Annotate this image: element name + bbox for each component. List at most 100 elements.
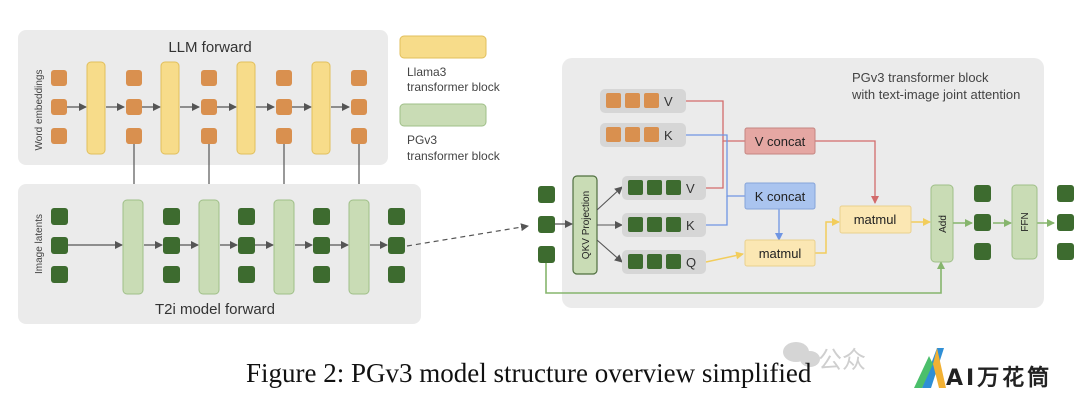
ffn-block	[1011, 184, 1038, 260]
word-embeddings-label: Word embeddings	[34, 70, 45, 151]
llm-token	[126, 128, 142, 144]
image-q-token	[647, 254, 662, 269]
t2i-output-token	[388, 266, 405, 283]
image-k-tokens	[628, 217, 681, 232]
image-latent-token	[51, 237, 68, 254]
llm-token	[351, 99, 367, 115]
image-v-token	[666, 180, 681, 195]
figure-caption: Figure 2: PGv3 model structure overview …	[246, 358, 812, 388]
image-v-label: V	[686, 181, 695, 196]
t2i-token	[163, 266, 180, 283]
t2i-forward-title: T2i model forward	[155, 301, 275, 318]
matmul-v-label: matmul	[854, 212, 897, 227]
k-concat-label: K concat	[755, 189, 806, 204]
legend-llama3-label-line1: Llama3	[407, 65, 447, 79]
llama3-transformer-block	[160, 61, 180, 155]
add-output-token	[974, 243, 991, 260]
llm-token	[126, 99, 142, 115]
t2i-token	[313, 237, 330, 254]
zoom-dashed-arrow	[406, 223, 529, 247]
image-k-label: K	[686, 218, 695, 233]
v-concat-block	[744, 127, 816, 155]
llama3-transformer-block	[236, 61, 256, 155]
residual-connection	[545, 261, 945, 294]
legend-pgv3-label-line1: PGv3	[407, 133, 437, 147]
t2i-token	[238, 208, 255, 225]
ffn-label: FFN	[1020, 212, 1031, 231]
text-k-token	[606, 127, 621, 142]
image-q-token	[666, 254, 681, 269]
image-q-token	[628, 254, 643, 269]
matmul-qk-label: matmul	[759, 246, 802, 261]
image-v-token	[628, 180, 643, 195]
t2i-token	[163, 237, 180, 254]
t2i-output-token	[388, 208, 405, 225]
qkv-projection-label: QKV Projection	[581, 191, 592, 259]
text-v-tokens	[606, 93, 659, 108]
llm-token	[351, 128, 367, 144]
text-v-row	[600, 89, 686, 113]
text-k-label: K	[664, 128, 673, 143]
v-concat-lines	[686, 100, 879, 204]
llm-token	[201, 128, 217, 144]
text-v-token	[606, 93, 621, 108]
text-k-token	[644, 127, 659, 142]
matmul-lines	[705, 218, 931, 263]
pgv3-transformer-block	[122, 199, 144, 295]
word-embedding-token	[51, 99, 67, 115]
pgv3-transformer-block	[198, 199, 220, 295]
input-token	[538, 186, 555, 203]
k-concat-lines	[686, 134, 783, 241]
image-k-token	[628, 217, 643, 232]
add-output-token	[974, 214, 991, 231]
v-concat-label: V concat	[755, 134, 806, 149]
text-k-tokens	[606, 127, 659, 142]
text-v-token	[625, 93, 640, 108]
text-v-label: V	[664, 94, 673, 109]
llm-token	[201, 99, 217, 115]
text-v-token	[644, 93, 659, 108]
matmul-v-block	[839, 205, 912, 234]
image-k-token	[666, 217, 681, 232]
t2i-token	[163, 208, 180, 225]
image-v-token	[647, 180, 662, 195]
llm-token	[276, 70, 292, 86]
ai-brand-logo-icon	[914, 348, 946, 388]
legend-llama3-label-line2: transformer block	[407, 80, 501, 94]
llm-token	[276, 99, 292, 115]
text-k-token	[625, 127, 640, 142]
text-k-row	[600, 123, 686, 147]
ffn-output-token	[1057, 185, 1074, 202]
llm-forward-title: LLM forward	[168, 39, 251, 56]
t2i-token	[313, 208, 330, 225]
t2i-token	[238, 266, 255, 283]
k-concat-block	[744, 182, 816, 210]
t2i-token-grid	[51, 208, 405, 283]
ffn-output-token	[1057, 243, 1074, 260]
llama3-transformer-block	[86, 61, 106, 155]
image-latent-token	[51, 208, 68, 225]
brand-name: AI万花筒	[946, 366, 1053, 391]
t2i-token	[238, 237, 255, 254]
image-latents-label: Image latents	[34, 214, 45, 274]
llm-token	[351, 70, 367, 86]
input-token	[538, 246, 555, 263]
word-embedding-token	[51, 128, 67, 144]
pgv3-transformer-block	[273, 199, 295, 295]
image-v-tokens	[628, 180, 681, 195]
llm-token	[126, 70, 142, 86]
pgv3-blocks-left	[122, 199, 370, 295]
output-tokens	[974, 185, 1074, 260]
image-k-token	[647, 217, 662, 232]
t2i-output-token	[388, 237, 405, 254]
pgv3-block-title-line2: with text-image joint attention	[851, 87, 1020, 102]
legend-llama3-swatch	[399, 35, 487, 59]
input-tokens	[538, 186, 555, 263]
image-latent-token	[51, 266, 68, 283]
ffn-output-token	[1057, 214, 1074, 231]
add-output-token	[974, 185, 991, 202]
wechat-icon	[783, 342, 820, 367]
legend-pgv3-swatch	[399, 103, 487, 127]
llm-token-grid	[51, 70, 367, 144]
llm-token	[201, 70, 217, 86]
